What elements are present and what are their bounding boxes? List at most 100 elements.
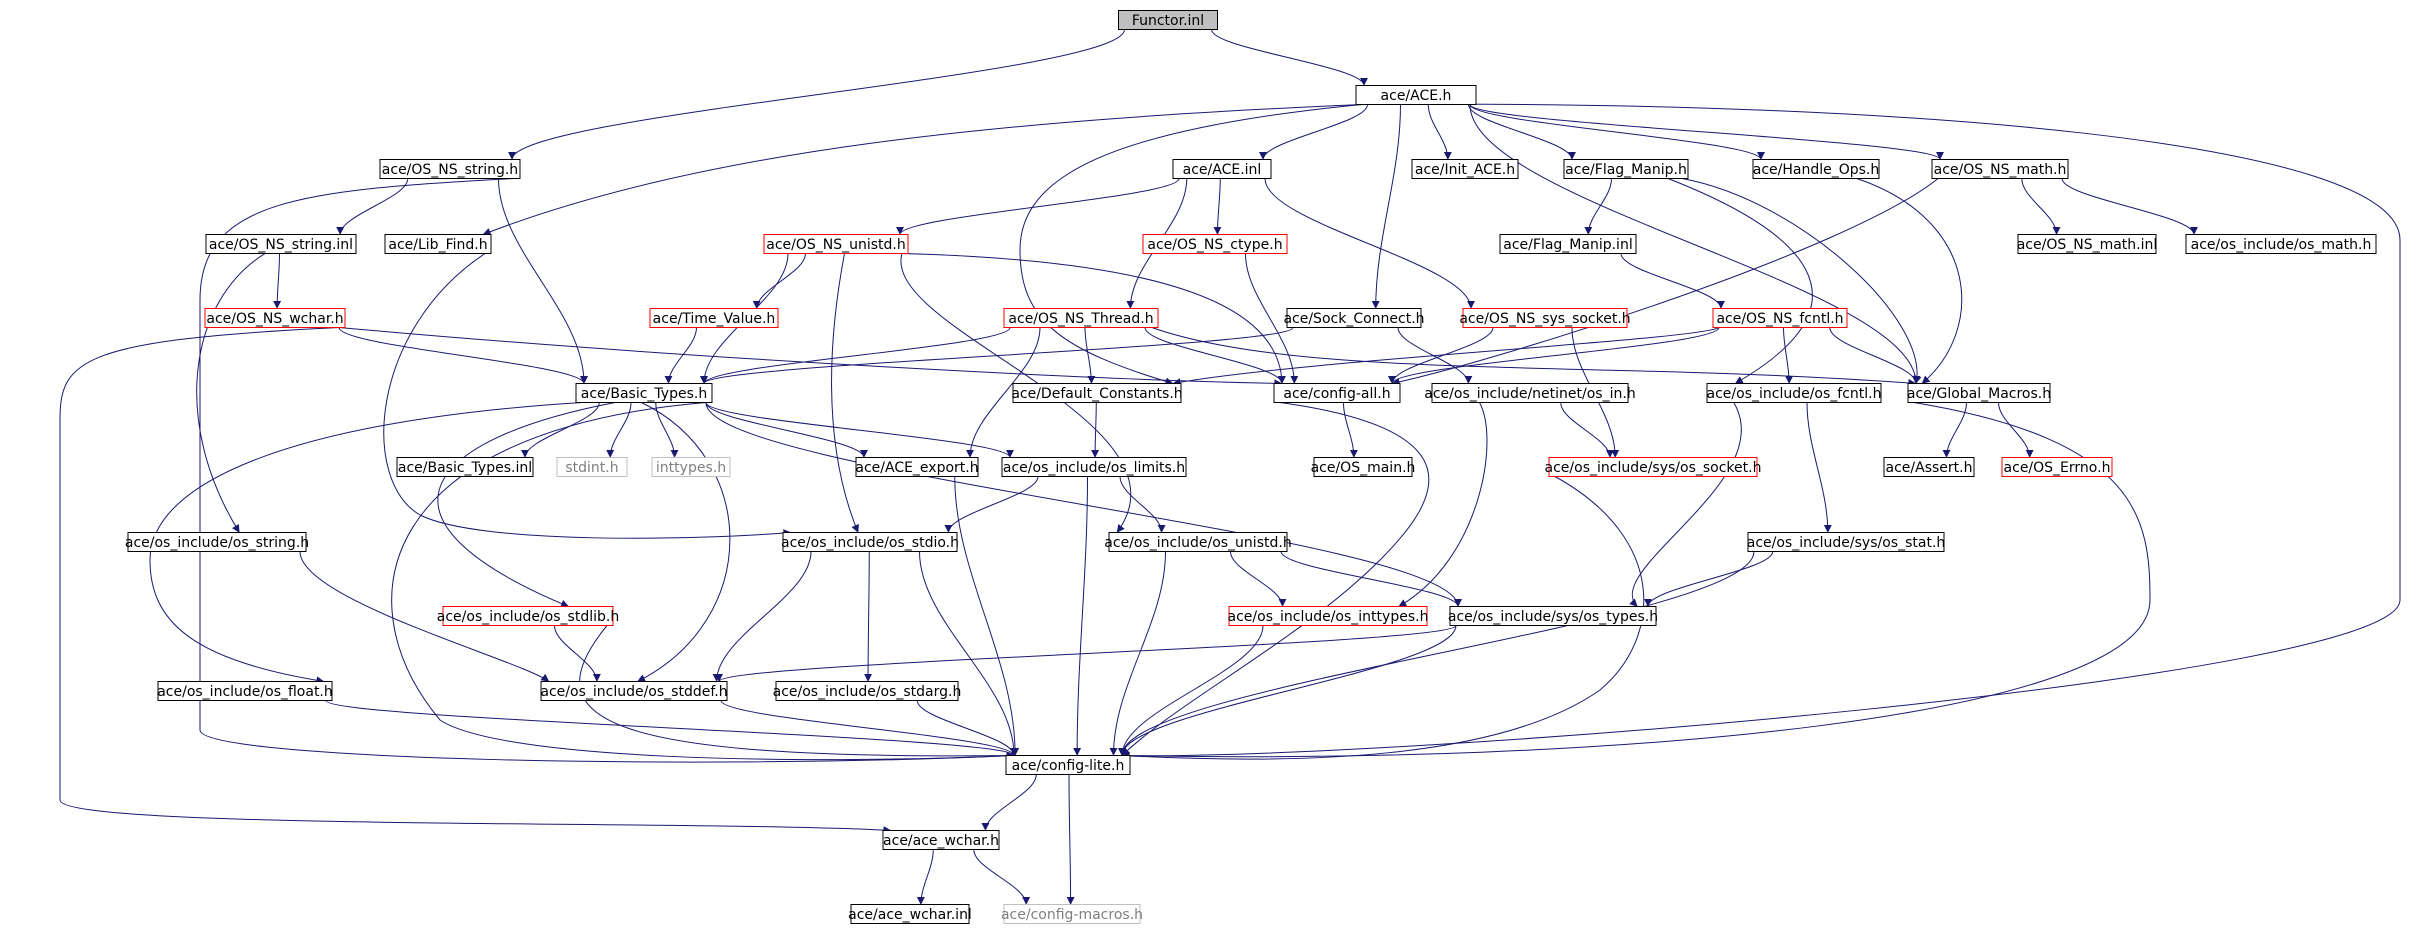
- edge-os-limits-h-to-os-stdio-h: [944, 476, 1039, 533]
- node-os-limits-h[interactable]: ace/os_include/os_limits.h: [1001, 457, 1187, 477]
- node-box: [1931, 159, 2069, 179]
- node-label: ace/Handle_Ops.h: [1753, 162, 1880, 178]
- edge-functor-inl-to-os-ns-string-h: [508, 29, 1125, 160]
- edge-flag-manip-h-to-os-fcntl-h: [1667, 178, 1813, 384]
- node-box: [379, 159, 521, 179]
- node-box: [2185, 234, 2377, 254]
- edge-ace-h-to-lib-find-h: [482, 104, 1363, 236]
- edge-os-ns-string-h-to-basic-types-h: [498, 178, 588, 384]
- node-ace-h[interactable]: ace/ACE.h: [1355, 85, 1477, 105]
- node-os-ns-unistd-h[interactable]: ace/OS_NS_unistd.h: [763, 234, 909, 254]
- node-label: ace/ace_wchar.inl: [848, 907, 972, 923]
- node-functor-inl[interactable]: Functor.inl: [1118, 10, 1218, 30]
- node-label: ace/os_include/os_inttypes.h: [1228, 609, 1429, 625]
- node-os-errno-h[interactable]: ace/OS_Errno.h: [2001, 457, 2113, 477]
- node-os-float-h[interactable]: ace/os_include/os_float.h: [157, 681, 333, 701]
- node-os-ns-wchar-h[interactable]: ace/OS_NS_wchar.h: [204, 308, 346, 328]
- node-os-main-h[interactable]: ace/OS_main.h: [1311, 457, 1416, 477]
- node-os-ns-string-inl[interactable]: ace/OS_NS_string.inl: [205, 234, 357, 254]
- node-os-ns-math-inl[interactable]: ace/OS_NS_math.inl: [2017, 234, 2158, 254]
- node-label: ace/OS_NS_string.h: [382, 162, 518, 178]
- node-os-stddef-h[interactable]: ace/os_include/os_stddef.h: [540, 681, 728, 701]
- node-box: [1747, 532, 1945, 552]
- node-label: ace/ACE.inl: [1183, 162, 1262, 178]
- node-os-stdio-h[interactable]: ace/os_include/os_stdio.h: [781, 532, 959, 552]
- node-os-stat-h[interactable]: ace/os_include/sys/os_stat.h: [1747, 532, 1946, 552]
- edge-basic-types-h-to-os-stddef-h: [637, 402, 731, 682]
- node-os-math-h[interactable]: ace/os_include/os_math.h: [2185, 234, 2377, 254]
- node-os-ns-thread-h[interactable]: ace/OS_NS_Thread.h: [1003, 308, 1159, 328]
- node-box: [1355, 85, 1477, 105]
- node-os-fcntl-h[interactable]: ace/os_include/os_fcntl.h: [1706, 383, 1882, 403]
- node-inttypes-h[interactable]: inttypes.h: [651, 457, 731, 477]
- edge-flag-manip-h-to-global-macros-h: [1681, 178, 1922, 384]
- node-basic-types-inl[interactable]: ace/Basic_Types.inl: [396, 457, 534, 477]
- node-ace-inl[interactable]: ace/ACE.inl: [1172, 159, 1272, 179]
- edge-flag-manip-h-to-flag-manip-inl: [1584, 178, 1612, 235]
- node-flag-manip-inl[interactable]: ace/Flag_Manip.inl: [1499, 234, 1637, 254]
- node-box: [1118, 10, 1218, 30]
- node-os-ns-math-h[interactable]: ace/OS_NS_math.h: [1931, 159, 2069, 179]
- edge-os-ns-fcntl-h-to-os-fcntl-h: [1783, 327, 1794, 384]
- edge-basic-types-h-to-inttypes-h: [655, 402, 679, 458]
- node-box: [1411, 159, 1519, 179]
- node-box: [1001, 457, 1187, 477]
- node-box: [157, 681, 333, 701]
- node-os-in-h[interactable]: ace/os_include/netinet/os_in.h: [1424, 383, 1636, 403]
- node-label: ace/ACE_export.h: [855, 460, 978, 476]
- node-box: [556, 457, 628, 477]
- edge-flag-manip-inl-to-os-ns-fcntl-h: [1620, 253, 1725, 309]
- node-os-ns-sys-socket-h[interactable]: ace/OS_NS_sys_socket.h: [1459, 308, 1631, 328]
- node-ace-wchar-h[interactable]: ace/ace_wchar.h: [882, 830, 1000, 850]
- node-os-stdlib-h[interactable]: ace/os_include/os_stdlib.h: [437, 606, 619, 626]
- edge-os-ns-string-inl-to-os-string-h: [196, 253, 266, 533]
- node-os-unistd-h[interactable]: ace/os_include/os_unistd.h: [1104, 532, 1292, 552]
- node-box: [763, 234, 909, 254]
- edge-os-ns-unistd-h-to-os-stdio-h: [831, 253, 859, 533]
- node-sock-connect-h[interactable]: ace/Sock_Connect.h: [1283, 308, 1425, 328]
- edge-os-string-h-to-os-stddef-h: [299, 551, 550, 682]
- node-os-socket-h[interactable]: ace/os_include/sys/os_socket.h: [1545, 457, 1762, 477]
- node-os-ns-string-h[interactable]: ace/OS_NS_string.h: [379, 159, 521, 179]
- node-init-ace-h[interactable]: ace/Init_ACE.h: [1411, 159, 1519, 179]
- node-box: [649, 308, 779, 328]
- node-os-ns-ctype-h[interactable]: ace/OS_NS_ctype.h: [1142, 234, 1288, 254]
- edge-os-ns-thread-h-to-basic-types-h: [700, 327, 1011, 384]
- node-os-string-h[interactable]: ace/os_include/os_string.h: [125, 532, 309, 552]
- edge-ace-h-to-ace-inl: [1259, 104, 1368, 160]
- node-time-value-h[interactable]: ace/Time_Value.h: [649, 308, 779, 328]
- node-lib-find-h[interactable]: ace/Lib_Find.h: [384, 234, 492, 254]
- node-stdint-h[interactable]: stdint.h: [556, 457, 628, 477]
- node-os-inttypes-h[interactable]: ace/os_include/os_inttypes.h: [1228, 606, 1429, 626]
- node-basic-types-h[interactable]: ace/Basic_Types.h: [575, 383, 713, 403]
- node-os-types-h[interactable]: ace/os_include/sys/os_types.h: [1448, 606, 1658, 626]
- node-box: [1712, 308, 1848, 328]
- edge-os-ns-wchar-h-to-config-all-h: [338, 327, 1283, 388]
- edge-config-all-h-to-config-lite-h: [1121, 402, 1430, 756]
- node-default-constants-h[interactable]: ace/Default_Constants.h: [1011, 383, 1183, 403]
- edge-os-ns-math-h-to-os-ns-math-inl: [2021, 178, 2061, 235]
- node-box: [2001, 457, 2113, 477]
- node-label: ace/Global_Macros.h: [1907, 386, 2051, 402]
- node-os-ns-fcntl-h[interactable]: ace/OS_NS_fcntl.h: [1712, 308, 1848, 328]
- edge-time-value-h-to-basic-types-h: [664, 327, 697, 384]
- edge-os-in-h-to-os-socket-h: [1560, 402, 1614, 458]
- node-config-lite-h[interactable]: ace/config-lite.h: [1005, 755, 1131, 775]
- edge-os-types-h-to-config-lite-h: [1118, 625, 1457, 756]
- node-assert-h[interactable]: ace/Assert.h: [1883, 457, 1975, 477]
- node-ace-export-h[interactable]: ace/ACE_export.h: [855, 457, 979, 477]
- node-handle-ops-h[interactable]: ace/Handle_Ops.h: [1752, 159, 1880, 179]
- node-label: ace/os_include/os_limits.h: [1003, 460, 1185, 476]
- node-config-macros-h[interactable]: ace/config-macros.h: [1001, 904, 1143, 924]
- edge-os-ns-thread-h-to-default-constants-h: [1084, 327, 1096, 384]
- node-ace-wchar-inl[interactable]: ace/ace_wchar.inl: [848, 904, 972, 924]
- node-config-all-h[interactable]: ace/config-all.h: [1273, 383, 1401, 403]
- edge-global-macros-h-to-config-lite-h: [1121, 402, 2151, 760]
- node-box: [1752, 159, 1880, 179]
- node-box: [396, 457, 534, 477]
- node-os-stdarg-h[interactable]: ace/os_include/os_stdarg.h: [773, 681, 962, 701]
- node-global-macros-h[interactable]: ace/Global_Macros.h: [1907, 383, 2051, 403]
- node-flag-manip-h[interactable]: ace/Flag_Manip.h: [1563, 159, 1689, 179]
- node-box: [1313, 457, 1413, 477]
